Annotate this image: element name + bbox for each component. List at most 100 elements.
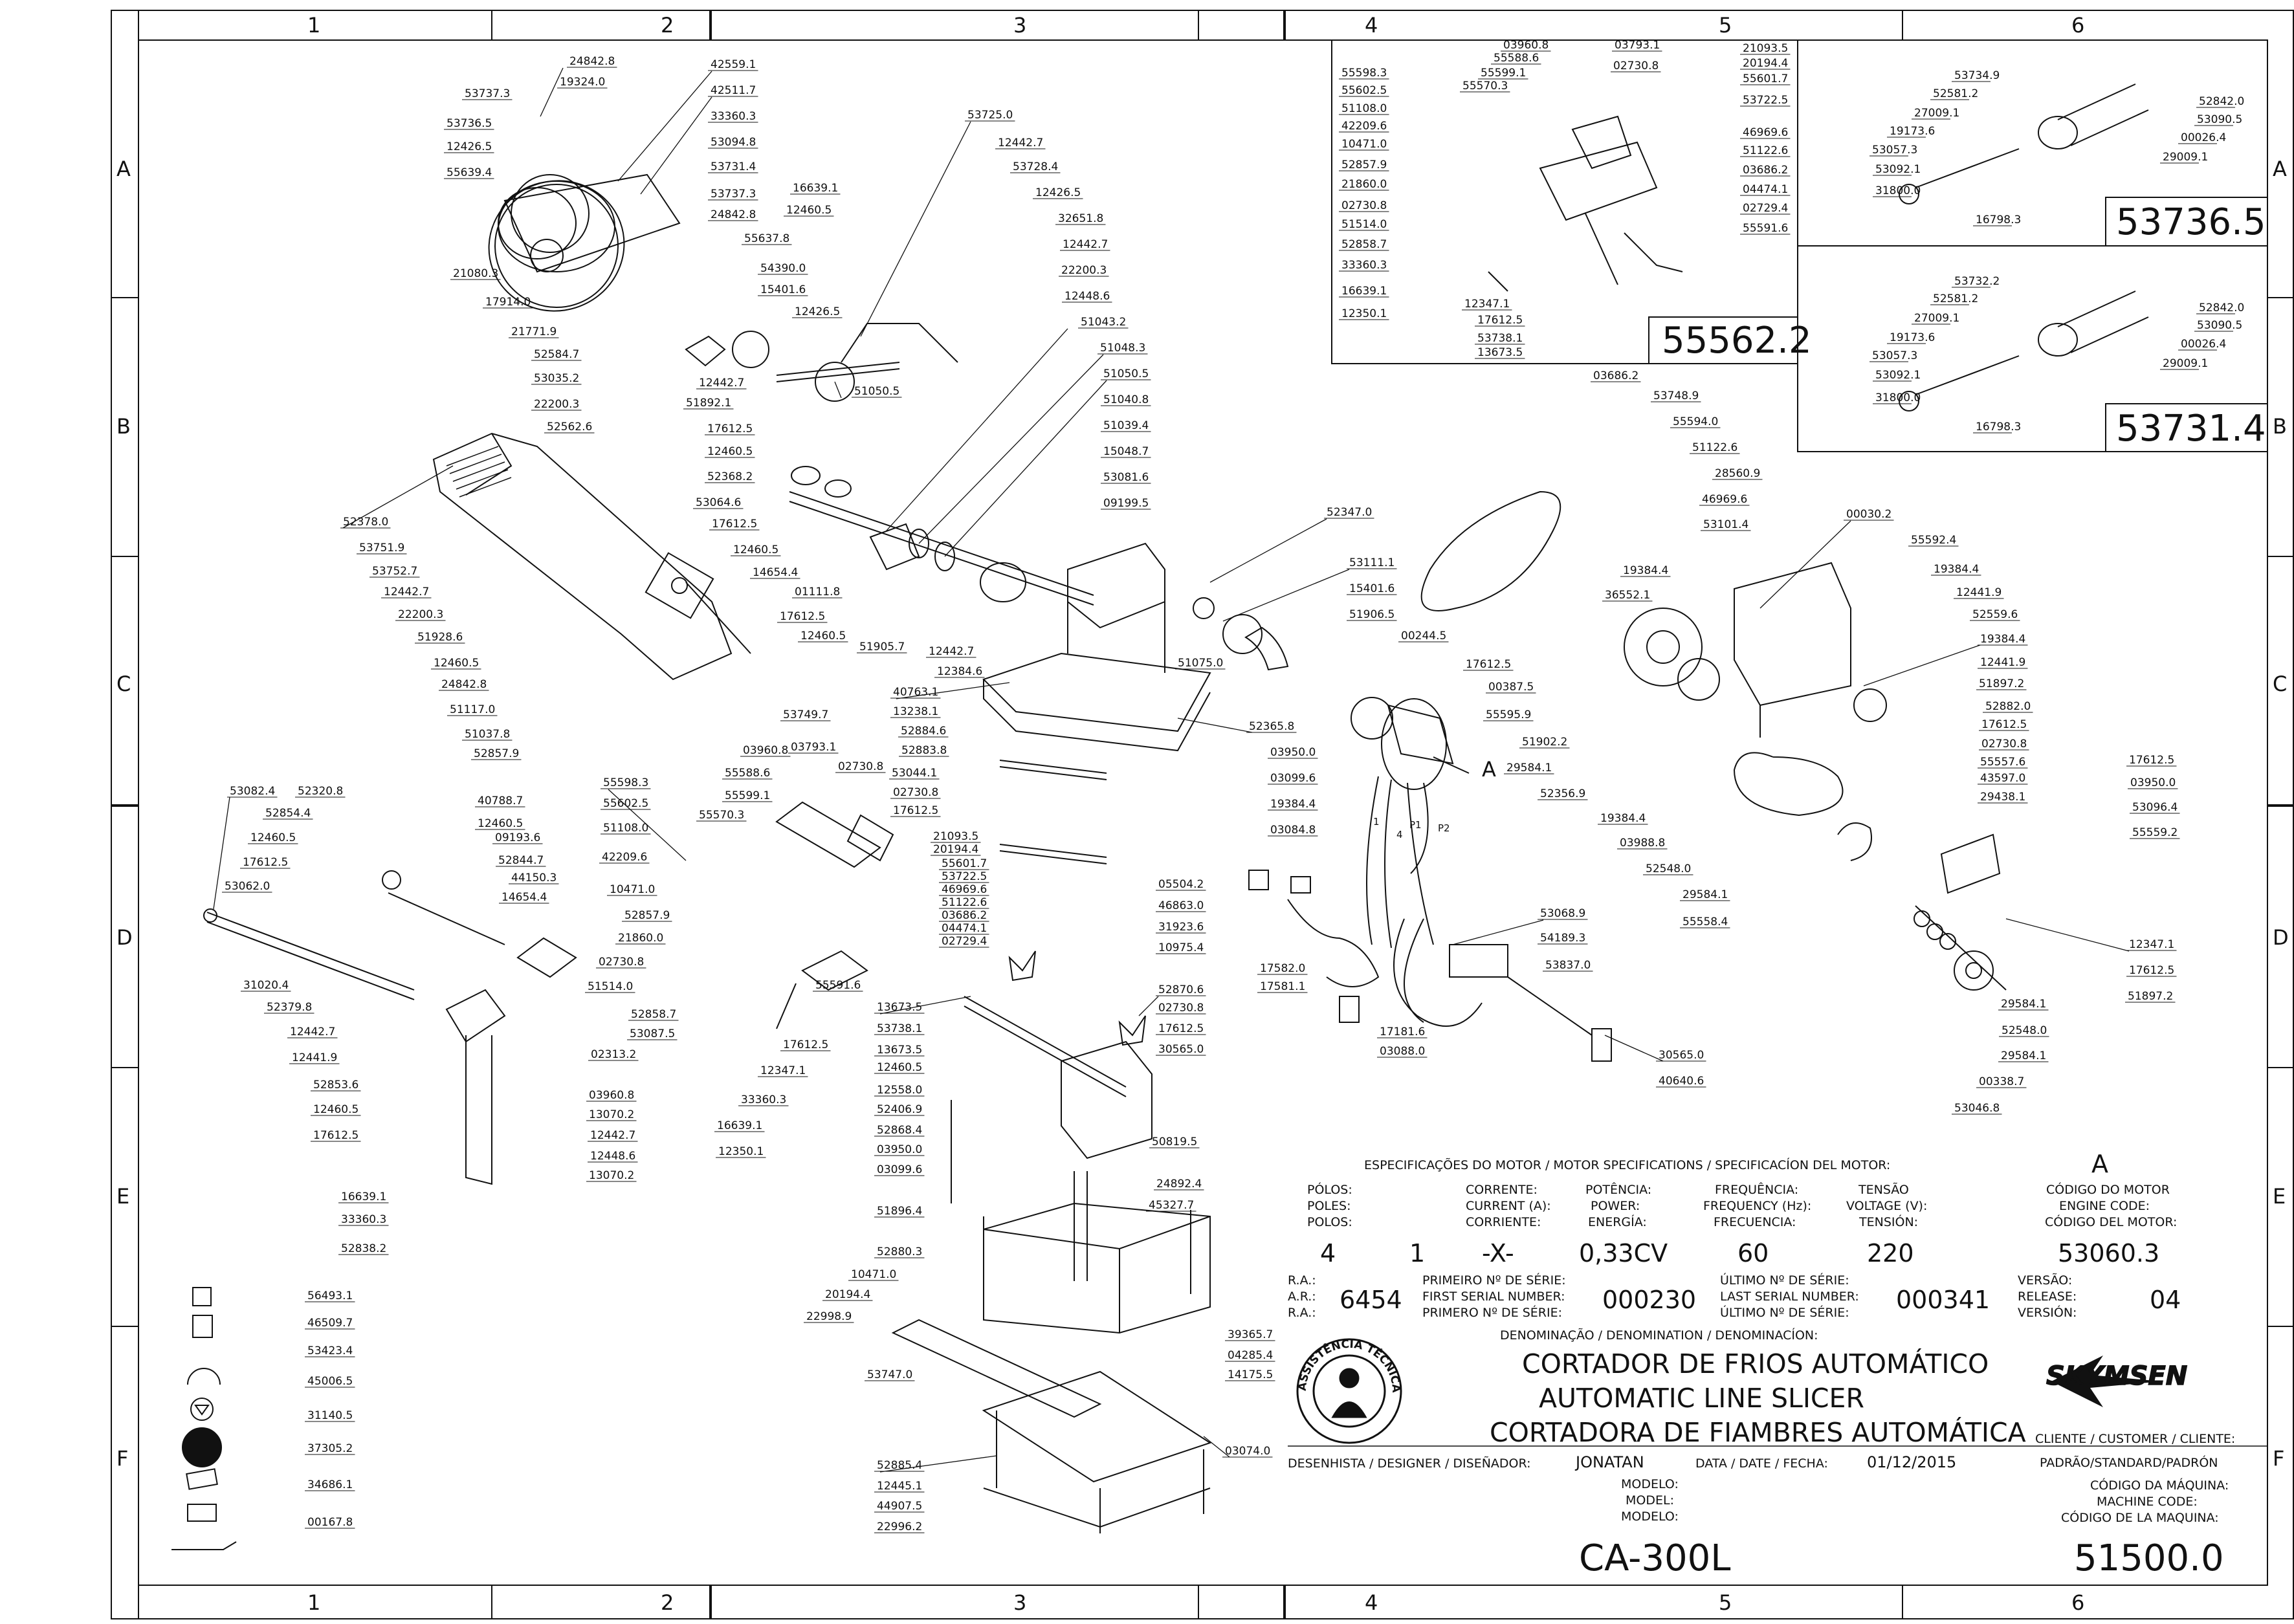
part-number: 02729.4 [942, 935, 987, 948]
part-number: 13238.1 [893, 705, 938, 718]
part-number: 12448.6 [590, 1150, 635, 1163]
part-number: 52320.8 [298, 785, 343, 798]
part-number: 55592.4 [1911, 534, 1956, 547]
part-number: 03099.6 [877, 1163, 922, 1176]
grid-ticks [111, 10, 2293, 1619]
part-number: 02730.8 [1981, 738, 2027, 751]
motor-wiring [1366, 776, 1483, 1027]
part-number: 51897.2 [2128, 990, 2173, 1003]
part-number: 54189.3 [1540, 932, 1585, 945]
part-number: 52548.0 [1646, 862, 1691, 875]
carriage-slider [775, 801, 1127, 1097]
part-number: 13673.5 [1477, 346, 1523, 359]
leader-line [540, 67, 564, 117]
part-number: 19173.6 [1890, 331, 1935, 344]
leader-line [918, 354, 1104, 544]
part-number: 21080.3 [453, 267, 498, 280]
part-number: 53737.3 [465, 87, 510, 100]
part-number: 53057.3 [1872, 349, 1917, 362]
part-number: 29584.1 [2001, 1049, 2046, 1062]
voltage-labels: TENSÃO VOLTAGE (V): TENSIÓN: [1846, 1182, 1927, 1229]
part-number: 03950.0 [1270, 746, 1316, 759]
part-number: 31800.0 [1875, 391, 1921, 404]
part-number: 24842.8 [711, 208, 756, 221]
svg-text:ÚLTIMO Nº DE SÉRIE:: ÚLTIMO Nº DE SÉRIE: [1720, 1304, 1849, 1320]
leader-line [860, 121, 971, 337]
part-number: 53751.9 [359, 542, 404, 554]
part-number: 55601.7 [1743, 72, 1788, 85]
part-number: 33360.3 [341, 1213, 386, 1226]
grid-row-label: D [2273, 925, 2289, 950]
part-number: 12350.1 [1341, 307, 1387, 320]
grid-column-label: 5 [1719, 13, 1732, 38]
part-number: 17612.5 [707, 422, 753, 435]
part-number: 22200.3 [1061, 264, 1107, 277]
part-number: 21771.9 [511, 325, 557, 338]
sticker-icon [192, 1287, 212, 1306]
part-number: 53092.1 [1875, 163, 1921, 176]
part-number: 53082.4 [230, 785, 275, 798]
grid-column-label: 5 [1719, 1590, 1732, 1615]
main-shaft [789, 466, 1094, 606]
detail-53731-artwork [1899, 291, 2149, 411]
part-number: 02729.4 [1743, 202, 1788, 215]
part-number: 17612.5 [243, 856, 288, 869]
part-number: 46509.7 [307, 1317, 353, 1330]
part-number: 02313.2 [591, 1048, 636, 1061]
grid-row-label: B [116, 414, 131, 439]
part-number: 20194.4 [1743, 57, 1788, 70]
part-number: 53046.8 [1954, 1102, 2000, 1115]
part-number: 01111.8 [795, 586, 840, 598]
part-number: 17612.5 [1477, 314, 1523, 327]
part-number: 12441.9 [292, 1051, 337, 1064]
frequency-value: 60 [1737, 1239, 1769, 1267]
part-number: 53749.7 [783, 708, 828, 721]
part-number: 16639.1 [1341, 285, 1387, 298]
blade-guard-assembly [488, 173, 855, 402]
part-number: 24842.8 [569, 55, 615, 68]
part-number: 51075.0 [1178, 657, 1223, 670]
part-number: 52868.4 [877, 1124, 922, 1137]
part-number: 51905.7 [859, 641, 905, 653]
part-number: 44150.3 [511, 872, 557, 884]
part-number: 09193.6 [495, 831, 540, 844]
part-number: 29009.1 [2163, 357, 2208, 370]
part-number: 19384.4 [1934, 563, 1979, 576]
part-number: 52368.2 [707, 470, 753, 483]
part-number: 19324.0 [560, 76, 605, 89]
detail-box-53736 [1797, 39, 2268, 452]
part-number: 14654.4 [502, 891, 547, 904]
part-number: 51897.2 [1979, 677, 2024, 690]
part-number-labels: 24842.819324.042559.142511.753737.353736… [222, 39, 2244, 1533]
part-number: 51122.6 [1743, 144, 1788, 157]
part-number: 19384.4 [1600, 812, 1646, 825]
part-number: 03793.1 [1615, 39, 1660, 52]
part-number: 02730.8 [1341, 199, 1387, 212]
part-number: 13673.5 [877, 1044, 922, 1057]
grid-column-label: 2 [661, 1590, 674, 1615]
skymsen-badge-icon [171, 1541, 237, 1550]
model-value: CA-300L [1579, 1537, 1730, 1579]
detail-55562-title: 55562.2 [1662, 320, 1812, 362]
leader-line [213, 796, 230, 910]
leader-line [1863, 644, 1981, 686]
part-number: 17612.5 [1981, 718, 2027, 731]
part-number: 53068.9 [1540, 907, 1585, 920]
part-number: 29584.1 [2001, 998, 2046, 1011]
part-number: 52379.8 [267, 1001, 312, 1014]
part-number: 55588.6 [725, 767, 770, 780]
part-number: 56493.1 [307, 1289, 353, 1302]
part-number: 53734.9 [1954, 69, 2000, 82]
part-number: 15401.6 [1349, 582, 1395, 595]
part-number: 46969.6 [1743, 126, 1788, 139]
svg-text:CÓDIGO DE LA MAQUINA:: CÓDIGO DE LA MAQUINA: [2061, 1509, 2219, 1525]
svg-text:CORRENTE:: CORRENTE: [1466, 1183, 1538, 1197]
grid-row-label: A [2273, 157, 2287, 181]
grid-column-label: 3 [1013, 1590, 1026, 1615]
part-number: 44907.5 [877, 1500, 922, 1513]
power-value: 0,33CV [1579, 1239, 1668, 1267]
part-number: 46863.0 [1158, 899, 1204, 912]
title-es: CORTADORA DE FIAMBRES AUTOMÁTICA [1490, 1417, 2026, 1448]
part-number: 53035.2 [534, 372, 579, 385]
part-number: 52406.9 [877, 1103, 922, 1116]
